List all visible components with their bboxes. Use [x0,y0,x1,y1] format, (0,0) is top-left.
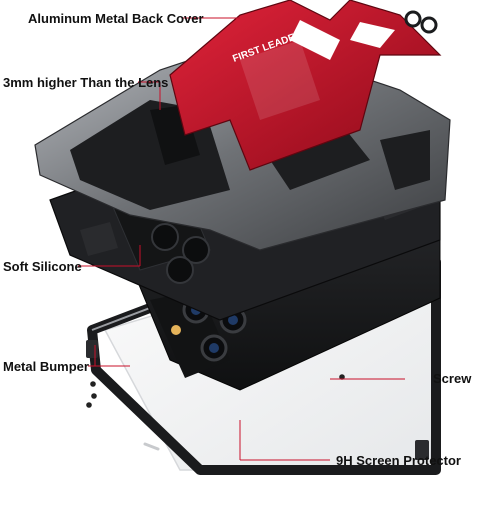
label-back-cover: Aluminum Metal Back Cover [28,11,204,26]
label-lens-height: 3mm higher Than the Lens [3,75,169,90]
callout-leader-lines [78,17,405,461]
label-bumper: Metal Bumper [3,359,89,374]
label-screw: Screw [433,371,472,386]
aluminum-back-cover-red-plate [169,0,442,171]
label-silicone: Soft Silicone [3,259,82,274]
label-screen-protector: 9H Screen Protector [336,453,461,468]
